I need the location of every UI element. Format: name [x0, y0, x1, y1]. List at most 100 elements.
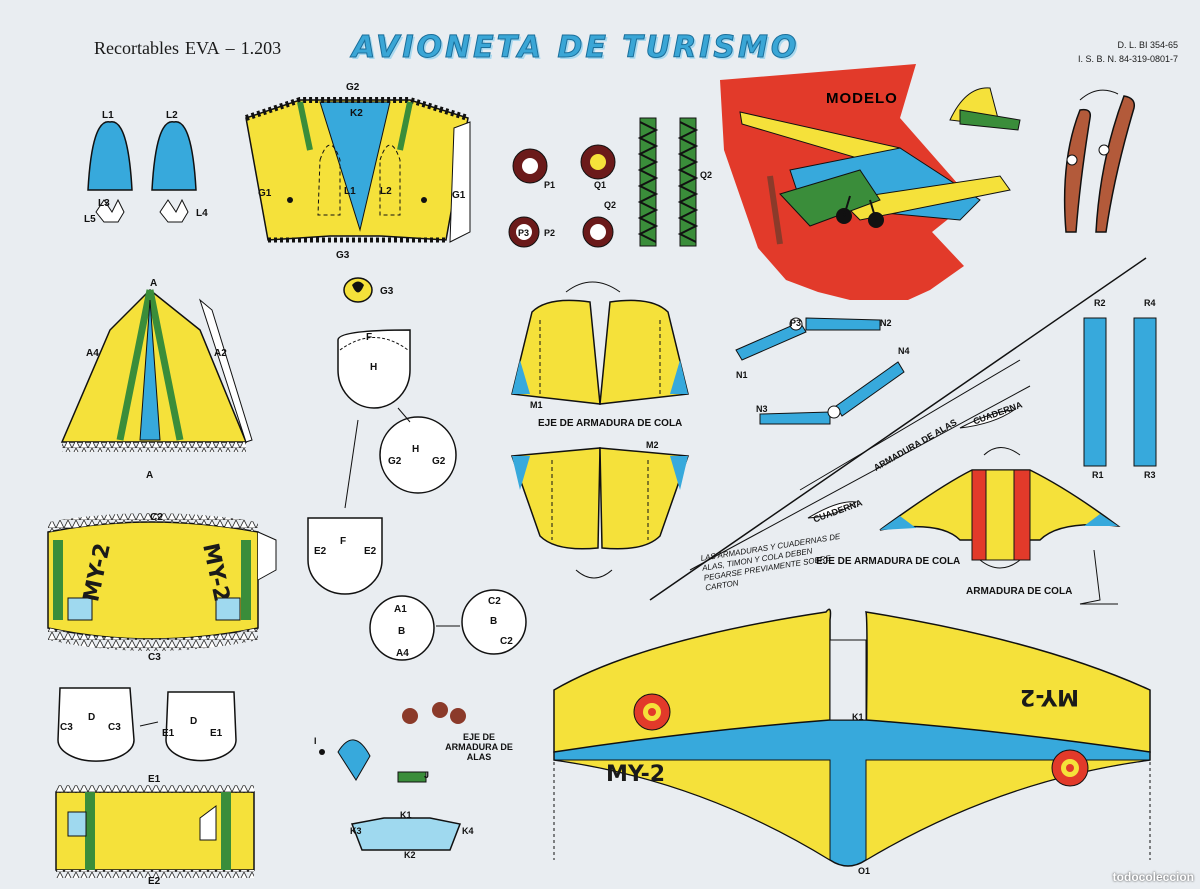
nose-cone-l2	[151, 121, 197, 223]
part-label: K2	[404, 850, 416, 860]
part-label: E2	[314, 546, 327, 557]
sheet-title: AVIONETA DE TURISMO	[351, 30, 800, 66]
bulkhead-b-front	[369, 595, 435, 661]
bulkhead-g2	[379, 416, 457, 494]
part-label: L1	[102, 110, 114, 121]
part-label: I	[314, 736, 317, 746]
tail-spars-n	[735, 317, 905, 425]
legal-info: D. L. BI 354-65 I. S. B. N. 84-319-0801-…	[1077, 40, 1178, 64]
part-label: L5	[84, 214, 96, 225]
wheel-p1	[512, 148, 548, 184]
part-label: C2	[150, 512, 163, 523]
part-label: G3	[336, 250, 350, 261]
watermark: todocoleccion	[1112, 870, 1194, 884]
part-label: Q2	[604, 200, 617, 210]
part-label: P3	[518, 228, 530, 238]
wing-axis-label: EJE DE ARMADURA DE ALAS	[445, 732, 513, 762]
nose-cone-l1	[87, 121, 133, 223]
part-label: K1	[400, 810, 412, 820]
part-label: O1	[858, 866, 871, 876]
tail-upper-m	[511, 299, 689, 405]
model-label: MODELO	[826, 90, 898, 107]
part-label: L3	[98, 198, 110, 209]
tail-frame-label: ARMADURA DE COLA	[966, 586, 1073, 597]
tail-axis-label: EJE DE ARMADURA DE COLA	[816, 556, 961, 567]
wheel-p3	[508, 216, 540, 248]
part-label: E1	[162, 728, 175, 739]
part-label: C3	[108, 722, 121, 733]
part-label: A4	[396, 648, 409, 659]
part-label: E1	[148, 774, 161, 785]
part-label: P1	[544, 180, 556, 190]
registration-mark: MY-2	[606, 762, 666, 787]
part-label: C3	[60, 722, 73, 733]
fuselage-top-a	[60, 288, 253, 452]
part-label: N3	[756, 404, 768, 414]
part-label: G1	[452, 190, 466, 201]
fuselage-bottom-e	[55, 785, 255, 878]
part-label: C3	[148, 652, 161, 663]
part-label: B	[490, 616, 498, 627]
bulkhead-h	[337, 329, 411, 409]
part-label: M2	[646, 440, 659, 450]
part-label: Q1	[594, 180, 607, 190]
part-label: G2	[432, 456, 446, 467]
part-label: P2	[544, 228, 556, 238]
assembly-arrows	[139, 281, 1021, 727]
part-label: K3	[350, 826, 362, 836]
tail-frame	[879, 469, 1121, 605]
model-illustration	[720, 64, 1021, 300]
part-label: N1	[736, 370, 748, 380]
bulkhead-d-front	[57, 687, 135, 762]
part-label: M1	[530, 400, 543, 410]
part-label: R3	[1144, 470, 1156, 480]
part-label: A	[146, 470, 154, 481]
part-label: A1	[394, 604, 407, 615]
emblem-g3	[343, 277, 373, 303]
part-label: R4	[1144, 298, 1156, 308]
part-label: L4	[196, 208, 208, 219]
tire-strip-p	[637, 117, 659, 247]
tail-axis-label: EJE DE ARMADURA DE COLA	[538, 418, 683, 429]
fuselage-side-c	[47, 513, 277, 651]
part-label: F	[366, 332, 373, 343]
part-label: L1	[344, 186, 356, 197]
part-label: Q2	[700, 170, 713, 180]
bulkhead-d-rear	[165, 691, 237, 762]
part-label: K2	[350, 108, 363, 119]
part-label: N4	[898, 346, 910, 356]
part-label: G2	[346, 82, 360, 93]
part-label: H	[412, 444, 420, 455]
spar-r3	[1133, 317, 1157, 467]
part-label: R2	[1094, 298, 1106, 308]
part-label: G2	[388, 456, 402, 467]
part-label: K4	[462, 826, 474, 836]
main-wing	[553, 608, 1151, 867]
part-label: A	[150, 278, 158, 289]
bulkhead-f	[307, 517, 383, 595]
wheel-q3	[582, 216, 614, 248]
part-label: P3	[790, 318, 802, 328]
tail-lower-m	[510, 447, 690, 550]
part-label: D	[88, 712, 96, 723]
wheel-q1	[580, 144, 616, 180]
part-label: H	[370, 362, 378, 373]
small-parts	[319, 702, 466, 851]
tire-strip-q	[677, 117, 699, 247]
propeller	[1063, 89, 1136, 233]
bulkhead-b-rear	[461, 589, 527, 655]
part-label: J	[424, 770, 430, 780]
part-label: E2	[148, 876, 161, 887]
part-label: D	[190, 716, 198, 727]
registration-mark: MY-2	[1020, 684, 1080, 709]
part-label: F	[340, 536, 347, 547]
part-label: N2	[880, 318, 892, 328]
part-label: L2	[380, 186, 392, 197]
part-label: K1	[852, 712, 864, 722]
part-label: G3	[380, 286, 394, 297]
wing-spar-lines	[649, 257, 1147, 601]
part-label: E2	[364, 546, 377, 557]
